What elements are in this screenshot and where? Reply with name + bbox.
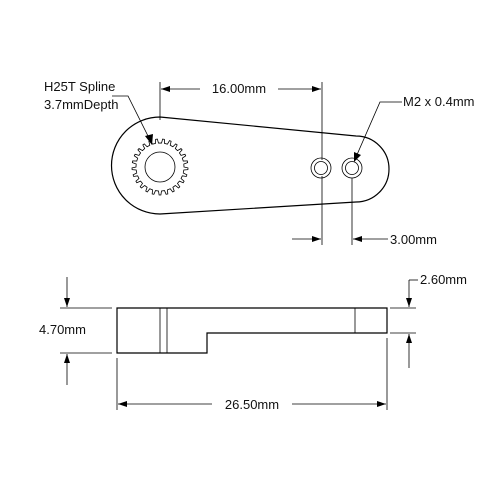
hole-offset-label: 3.00mm xyxy=(390,232,437,247)
hole-spacing-label: 16.00mm xyxy=(212,81,266,96)
hole-offset-arrow-left xyxy=(312,236,321,242)
hole-offset-arrow-right xyxy=(353,236,362,242)
hole-spacing-arrow-right xyxy=(312,86,321,92)
hole-spacing-arrow-left xyxy=(161,86,170,92)
spline-label-line2: 3.7mmDepth xyxy=(44,97,118,112)
total-thickness-label: 4.70mm xyxy=(39,322,86,337)
spline-bore xyxy=(144,151,176,183)
arm-outline xyxy=(110,116,390,215)
hole-1-outer xyxy=(310,157,332,179)
hole-2-inner xyxy=(345,161,359,175)
overall-length-label: 26.50mm xyxy=(225,397,279,412)
spline-gear xyxy=(131,138,189,196)
overall-length-arrow-right xyxy=(377,401,386,407)
thin-thickness-arrow-top xyxy=(406,298,412,307)
thin-thickness-label: 2.60mm xyxy=(420,272,467,287)
spline-leader-arrow xyxy=(145,134,153,145)
total-thickness-arrow-bottom xyxy=(64,354,70,363)
side-view-outline xyxy=(116,307,388,354)
overall-length-arrow-left xyxy=(118,401,127,407)
total-thickness-arrow-top xyxy=(64,298,70,307)
thread-label: M2 x 0.4mm xyxy=(403,94,475,109)
hole-2-outer xyxy=(341,157,363,179)
spline-label-line1: H25T Spline xyxy=(44,79,115,94)
thread-leader-arrow xyxy=(354,152,361,162)
thin-thickness-arrow-bottom xyxy=(406,334,412,343)
hole-1-inner xyxy=(314,161,328,175)
spline-leader xyxy=(112,95,151,141)
thread-leader xyxy=(355,101,402,158)
